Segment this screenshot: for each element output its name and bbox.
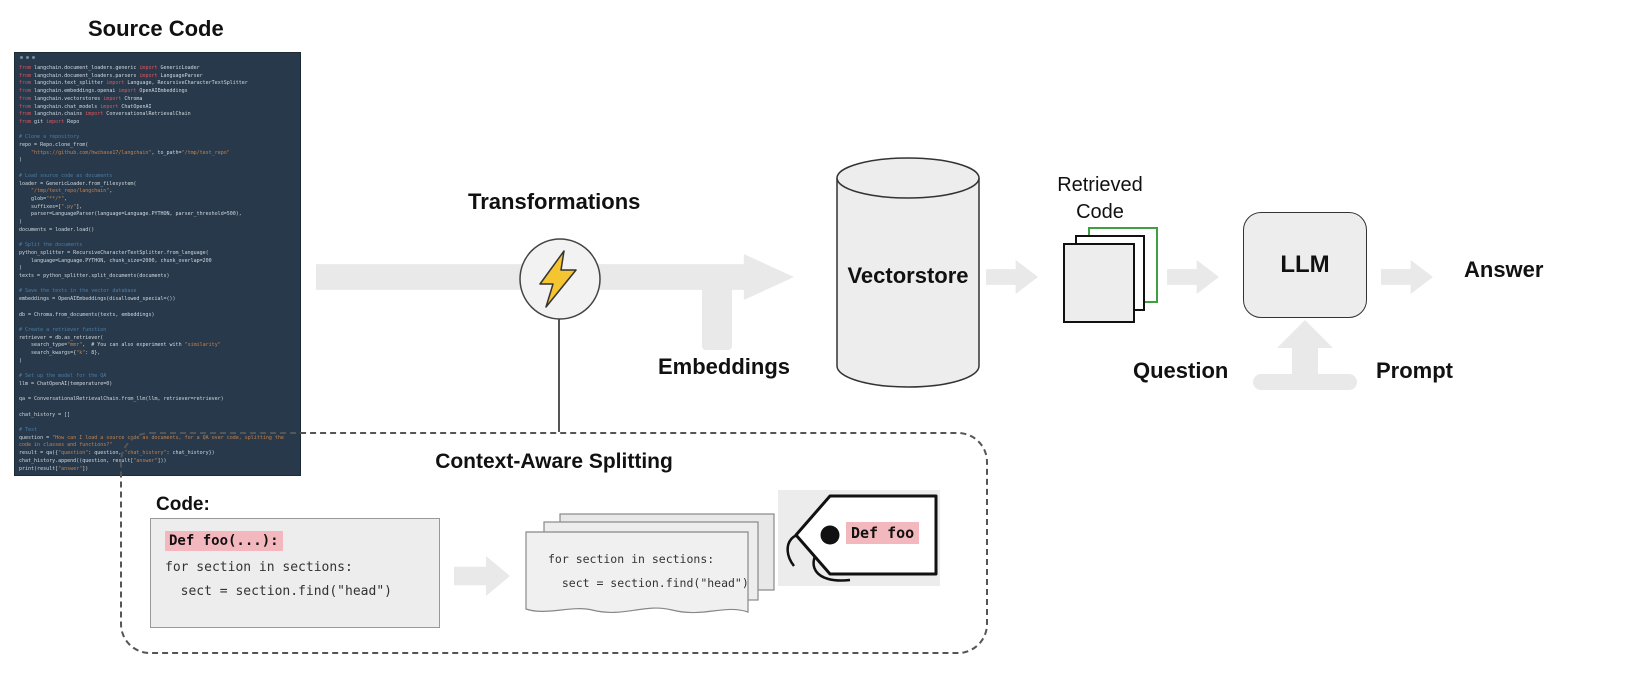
flow-arrow-code-to-chunks <box>454 556 510 596</box>
llm-node: LLM <box>1243 212 1367 318</box>
window-dot-icon <box>32 56 35 59</box>
context-aware-splitting-box: Context-Aware Splitting Code: Def foo(..… <box>120 432 988 654</box>
vectorstore-label: Vectorstore <box>847 263 969 288</box>
lightning-transformation-icon <box>519 238 601 320</box>
question-label: Question <box>1133 358 1229 383</box>
metadata-tag: Def foo <box>774 484 946 596</box>
tag-hole-icon <box>820 525 840 545</box>
window-dot-icon <box>26 56 29 59</box>
tag-label: Def foo <box>846 522 920 544</box>
prompt-label: Prompt <box>1376 358 1453 383</box>
flow-arrow-retrieved-to-llm <box>1167 260 1219 294</box>
snippet-line: for section in sections: <box>165 560 353 575</box>
window-dot-icon <box>20 56 23 59</box>
llm-label: LLM <box>1280 251 1330 278</box>
transformations-label: Transformations <box>468 189 641 214</box>
question-prompt-merge-arrow <box>1253 320 1357 390</box>
source-code-label: Source Code <box>88 16 224 41</box>
splitting-connector-line <box>558 319 560 432</box>
embeddings-connector <box>702 280 732 350</box>
answer-label: Answer <box>1464 257 1544 282</box>
retrieved-code-label: Retrieved Code <box>1057 174 1143 223</box>
flow-arrow-llm-to-answer <box>1381 260 1433 294</box>
lightning-bolt-icon <box>539 250 577 308</box>
highlighted-definition: Def foo(...): <box>165 531 425 551</box>
database-cylinder-icon <box>836 157 980 388</box>
flow-arrow-vectorstore-to-retrieved <box>986 260 1038 294</box>
code-editor: from langchain.document_loaders.generic … <box>14 52 301 476</box>
code-heading: Code: <box>156 494 210 515</box>
editor-titlebar <box>14 52 301 63</box>
vectorstore-node: Vectorstore <box>835 156 981 388</box>
def-foo-highlight: Def foo(...): <box>165 531 283 551</box>
chunk-documents-icon: for section in sections: sect = section.… <box>520 512 782 634</box>
code-editor-body: from langchain.document_loaders.generic … <box>19 65 287 472</box>
snippet-line: sect = section.find("head") <box>165 584 392 599</box>
source-snippet-box: Def foo(...): for section in sections: s… <box>150 518 440 628</box>
chunk-line: sect = section.find("head") <box>548 576 749 590</box>
embeddings-label: Embeddings <box>658 354 791 379</box>
chunk-line: for section in sections: <box>548 552 715 566</box>
stacked-pages-icon <box>525 513 775 614</box>
retrieved-documents-icon <box>1063 227 1158 323</box>
splitting-box-title: Context-Aware Splitting <box>435 450 673 473</box>
